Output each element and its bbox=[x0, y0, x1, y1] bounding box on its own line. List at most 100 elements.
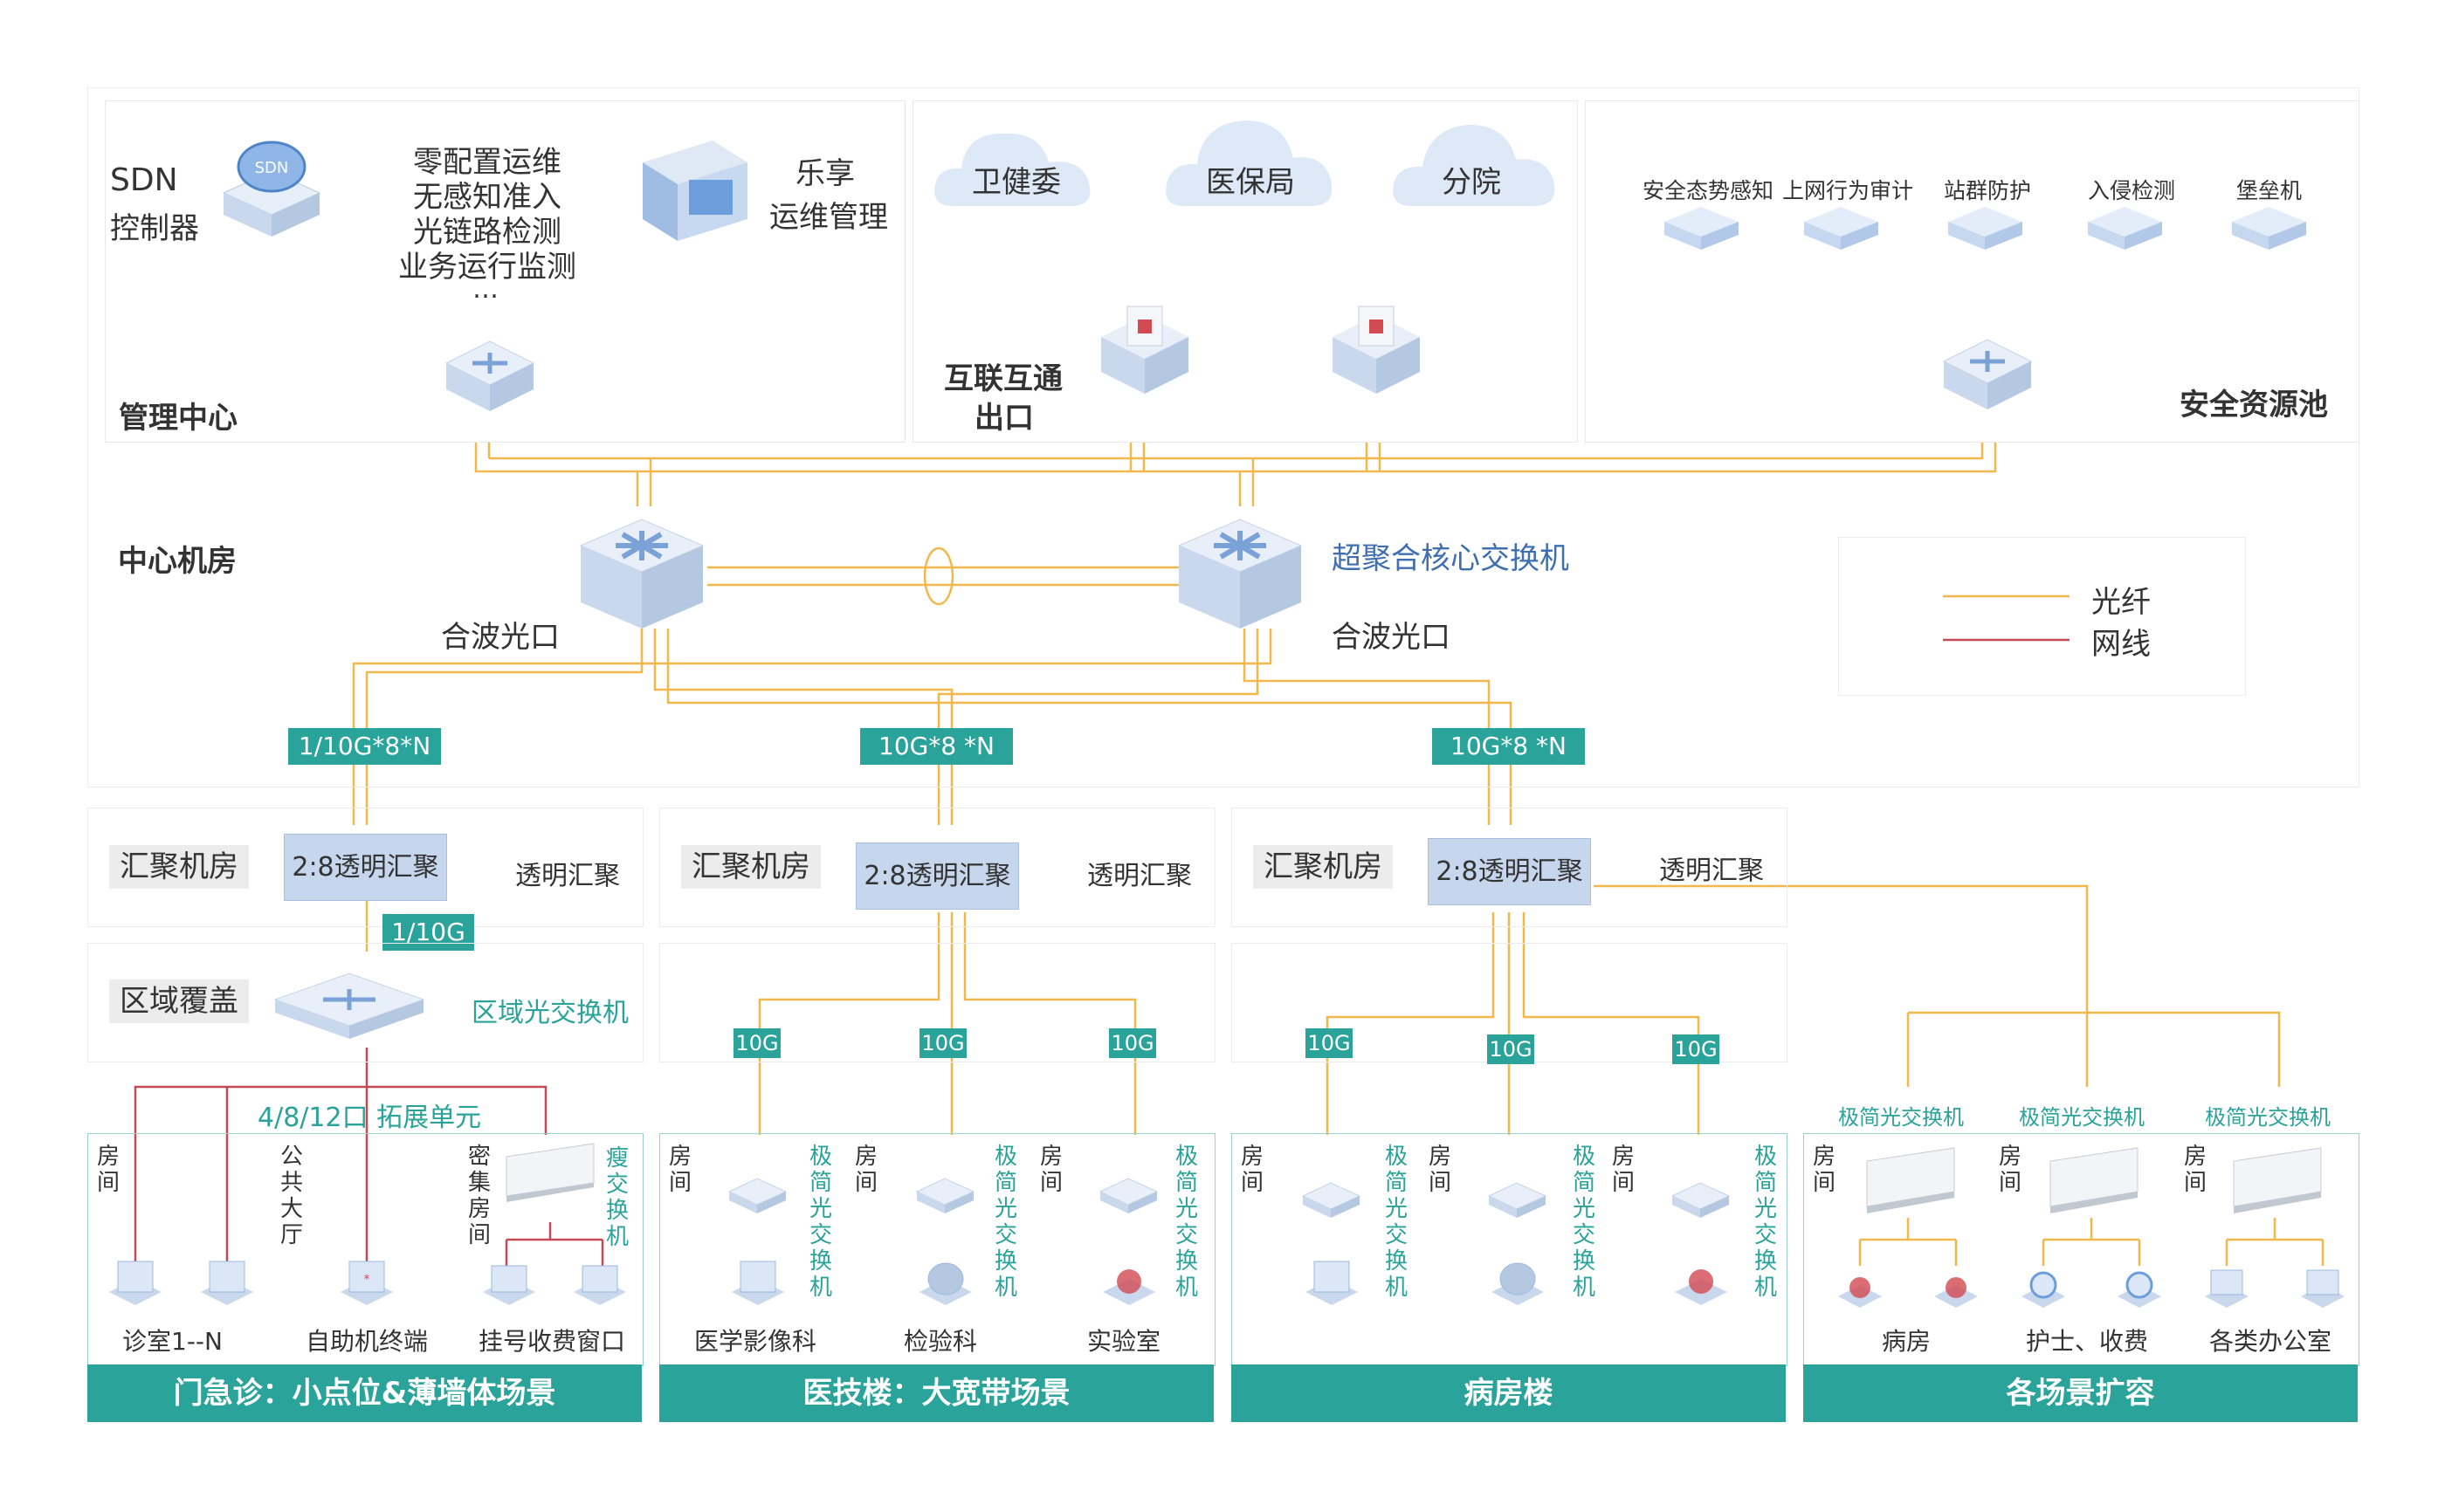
lab-device-icon bbox=[1491, 1262, 1544, 1305]
mini-switch-icon bbox=[1301, 1182, 1361, 1218]
uplink-tag-3: 10G*8 *N bbox=[1432, 728, 1585, 765]
scanner-icon bbox=[2021, 1271, 2065, 1308]
zone-link-tag: 1/10G bbox=[382, 914, 474, 951]
agg-row-2 bbox=[659, 808, 1216, 927]
core-switch-label: 超聚合核心交换机 bbox=[1332, 541, 1569, 576]
thin-switch-icon bbox=[498, 1139, 603, 1205]
cloud-2 bbox=[1162, 110, 1337, 219]
char: 换 bbox=[809, 1248, 832, 1275]
exp-room-1: 房间 bbox=[1812, 1144, 1836, 1196]
ops-item-3: 光链路检测 bbox=[413, 215, 561, 250]
sdn-controller-icon: SDN bbox=[215, 127, 328, 241]
char: 简 bbox=[1174, 1170, 1198, 1196]
ward-switch-lbl-2: 极简光交换机 bbox=[1572, 1144, 1596, 1301]
security-item-4: 入侵检测 bbox=[2088, 178, 2176, 203]
port-label-left: 合波光口 bbox=[441, 620, 560, 655]
char: 机 bbox=[809, 1275, 832, 1301]
char: 交 bbox=[994, 1222, 1017, 1248]
ward-room-3: 房间 bbox=[1611, 1144, 1636, 1196]
char: 机 bbox=[1174, 1275, 1198, 1301]
terminal-icon bbox=[109, 1261, 162, 1305]
char: 机 bbox=[1753, 1275, 1777, 1301]
banner-expansion: 各场景扩容 bbox=[1803, 1364, 2358, 1422]
medtech-room-3: 房间 bbox=[1039, 1144, 1064, 1196]
char: 极 bbox=[1384, 1144, 1408, 1170]
firewall-icon bbox=[1333, 306, 1420, 394]
outpatient-room-label: 房间 bbox=[96, 1144, 121, 1196]
char: 间 bbox=[467, 1222, 491, 1248]
char: 间 bbox=[1998, 1170, 2021, 1196]
agg-box-1: 2:8透明汇聚 bbox=[284, 834, 447, 901]
zone-switch-label: 区域光交换机 bbox=[472, 998, 629, 1028]
outpatient-caption-1: 诊室1--N bbox=[122, 1327, 223, 1356]
switch-icon bbox=[1942, 339, 2033, 409]
char: 简 bbox=[809, 1170, 832, 1196]
uplink-tag-1: 1/10G*8*N bbox=[288, 728, 441, 765]
medtech-device-icon-2 bbox=[915, 1257, 976, 1314]
ops-item-2: 无感知准入 bbox=[413, 180, 561, 215]
sdn-label-1: SDN bbox=[110, 162, 178, 198]
char: 交 bbox=[1174, 1222, 1198, 1248]
exp-room-2: 房间 bbox=[1998, 1144, 2022, 1196]
lab-device-icon bbox=[919, 1262, 972, 1305]
cloud-1 bbox=[931, 123, 1097, 219]
exp-device-2b bbox=[2113, 1266, 2166, 1314]
char: 光 bbox=[1384, 1196, 1408, 1222]
medtech-caption-1: 医学影像科 bbox=[694, 1327, 817, 1356]
core-switch-icon bbox=[579, 519, 705, 629]
char: 换 bbox=[994, 1248, 1017, 1275]
window-icon-2 bbox=[569, 1261, 630, 1314]
cloud-icon bbox=[1166, 120, 1333, 206]
medtech-switch-icon-2 bbox=[913, 1174, 978, 1218]
zone-switch-icon bbox=[271, 965, 428, 1043]
cloud-label-2: 医保局 bbox=[1206, 165, 1295, 200]
medtech-switch-icon-3 bbox=[1096, 1174, 1161, 1218]
kiosk-icon: * bbox=[341, 1261, 393, 1305]
char: 交 bbox=[1753, 1222, 1777, 1248]
agg-row-3 bbox=[1231, 808, 1787, 927]
zone-row-1 bbox=[87, 943, 644, 1062]
terminal-icon bbox=[2205, 1269, 2249, 1308]
char: 房 bbox=[1611, 1144, 1635, 1170]
svg-text:*: * bbox=[364, 1273, 370, 1287]
port-label-right: 合波光口 bbox=[1332, 620, 1450, 655]
mini-switch-icon bbox=[915, 1178, 975, 1213]
window-icon bbox=[574, 1265, 626, 1305]
char: 换 bbox=[605, 1198, 629, 1224]
char: 间 bbox=[2183, 1170, 2207, 1196]
agg-room-label-2: 汇聚机房 bbox=[681, 845, 821, 889]
char: 光 bbox=[1174, 1196, 1198, 1222]
char: 共 bbox=[279, 1170, 303, 1196]
char: 间 bbox=[854, 1170, 878, 1196]
char: 房 bbox=[2183, 1144, 2207, 1170]
medtech-caption-3: 实验室 bbox=[1087, 1327, 1161, 1356]
char: 换 bbox=[1174, 1248, 1198, 1275]
exp-device-1a bbox=[1834, 1266, 1886, 1314]
medtech-device-icon-1 bbox=[727, 1257, 789, 1314]
medtech-switch-icon-1 bbox=[725, 1174, 790, 1218]
gear-icon bbox=[1934, 1277, 1978, 1308]
char: 房 bbox=[1428, 1144, 1451, 1170]
char: 厅 bbox=[279, 1222, 303, 1248]
agg-room-label-3: 汇聚机房 bbox=[1253, 845, 1393, 889]
char: 极 bbox=[1572, 1144, 1595, 1170]
char: 极 bbox=[809, 1144, 832, 1170]
ward-switch-icon-2 bbox=[1484, 1179, 1550, 1222]
medtech-link-3: 10G bbox=[1109, 1028, 1156, 1058]
window-icon-1 bbox=[479, 1261, 540, 1314]
exp-switch-label-1: 极简光交换机 bbox=[1838, 1105, 1964, 1130]
medtech-room-1: 房间 bbox=[668, 1144, 692, 1196]
security-tile-3 bbox=[1944, 204, 2027, 252]
ops-item-4: 业务运行监测 bbox=[398, 250, 576, 285]
char: 交 bbox=[1572, 1222, 1595, 1248]
interconnect-title-2: 出口 bbox=[975, 401, 1034, 436]
ward-device-icon-2 bbox=[1487, 1257, 1548, 1314]
security-switch-icon bbox=[1939, 326, 2035, 414]
lab-gear-icon bbox=[1103, 1269, 1155, 1305]
char: 间 bbox=[668, 1170, 692, 1196]
switch-icon bbox=[444, 340, 535, 411]
char: 间 bbox=[96, 1170, 120, 1196]
medtech-switch-lbl-1: 极简光交换机 bbox=[809, 1144, 833, 1301]
cloud-label-3: 分院 bbox=[1442, 165, 1501, 200]
svg-text:SDN: SDN bbox=[255, 159, 289, 177]
